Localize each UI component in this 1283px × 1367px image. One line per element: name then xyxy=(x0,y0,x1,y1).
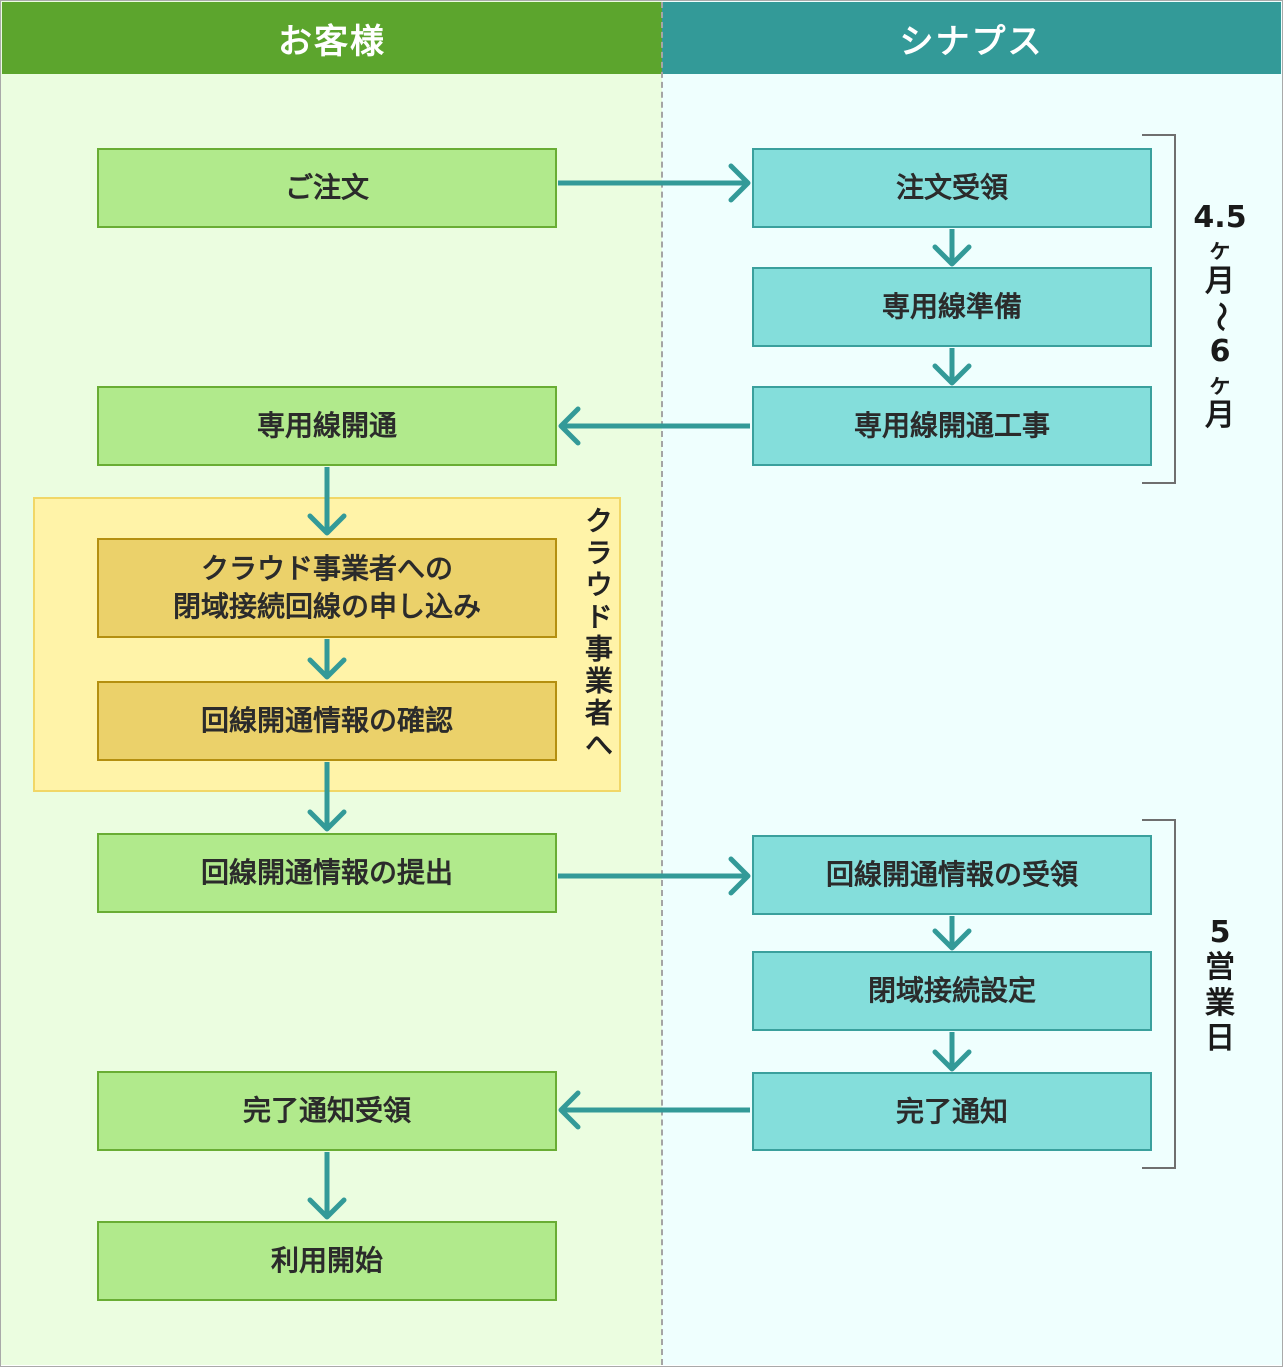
step-completion-notice: 完了通知 xyxy=(752,1072,1152,1151)
duration-2-char: 日 xyxy=(1205,1021,1235,1057)
arrow-prep-to-construction xyxy=(932,348,972,386)
step-order-received: 注文受領 xyxy=(752,148,1152,228)
step-start-use: 利用開始 xyxy=(97,1221,557,1301)
step-line-construction: 専用線開通工事 xyxy=(752,386,1152,466)
cloud-application-line1: クラウド事業者への xyxy=(200,552,453,586)
arrow-cloud-to-confirm xyxy=(307,639,347,680)
step-closed-connection-setup: 閉域接続設定 xyxy=(752,951,1152,1031)
customer-lane-header: お客様 xyxy=(2,2,662,74)
cloud-application-line2: 閉域接続回線の申し込み xyxy=(172,590,481,623)
duration-1-char: 月 xyxy=(1205,263,1235,299)
arrow-order-to-received xyxy=(558,163,751,203)
lane-divider xyxy=(661,2,663,1365)
synapse-lane-header: シナプス xyxy=(662,2,1281,74)
arrow-submit-to-received xyxy=(558,856,751,896)
duration-2-char: 5 xyxy=(1209,915,1231,950)
step-confirm-line-info: 回線開通情報の確認 xyxy=(97,681,557,761)
step-cloud-application: クラウド事業者への 閉域接続回線の申し込み xyxy=(97,538,557,638)
duration-2-char: 業 xyxy=(1205,985,1235,1021)
step-line-open: 専用線開通 xyxy=(97,386,557,466)
arrow-construction-to-open xyxy=(558,406,750,446)
arrow-open-to-cloud xyxy=(307,467,347,536)
arrow-info-to-setup xyxy=(932,916,972,951)
duration-1-char: ヶ xyxy=(1208,369,1232,398)
duration-1-char: 月 xyxy=(1205,398,1235,434)
step-completion-received: 完了通知受領 xyxy=(97,1071,557,1151)
arrow-received-to-prep xyxy=(932,229,972,267)
duration-1-char: 4.5 xyxy=(1193,200,1247,235)
duration-1-char: ヶ xyxy=(1208,235,1232,264)
step-line-info-received: 回線開通情報の受領 xyxy=(752,835,1152,915)
duration-bracket-1 xyxy=(1142,134,1176,484)
cloud-group-label: クラウド事業者へ xyxy=(581,506,614,762)
step-line-preparation: 専用線準備 xyxy=(752,267,1152,347)
arrow-setup-to-notice xyxy=(932,1032,972,1072)
arrow-confirm-to-submit xyxy=(307,762,347,832)
arrow-completion-to-start xyxy=(307,1152,347,1220)
duration-bracket-2 xyxy=(1142,819,1176,1169)
duration-1-char: 6 xyxy=(1209,334,1231,370)
step-submit-line-info: 回線開通情報の提出 xyxy=(97,833,557,913)
step-order: ご注文 xyxy=(97,148,557,228)
duration-2-char: 営 xyxy=(1205,950,1235,986)
arrow-notice-to-received xyxy=(558,1090,750,1130)
